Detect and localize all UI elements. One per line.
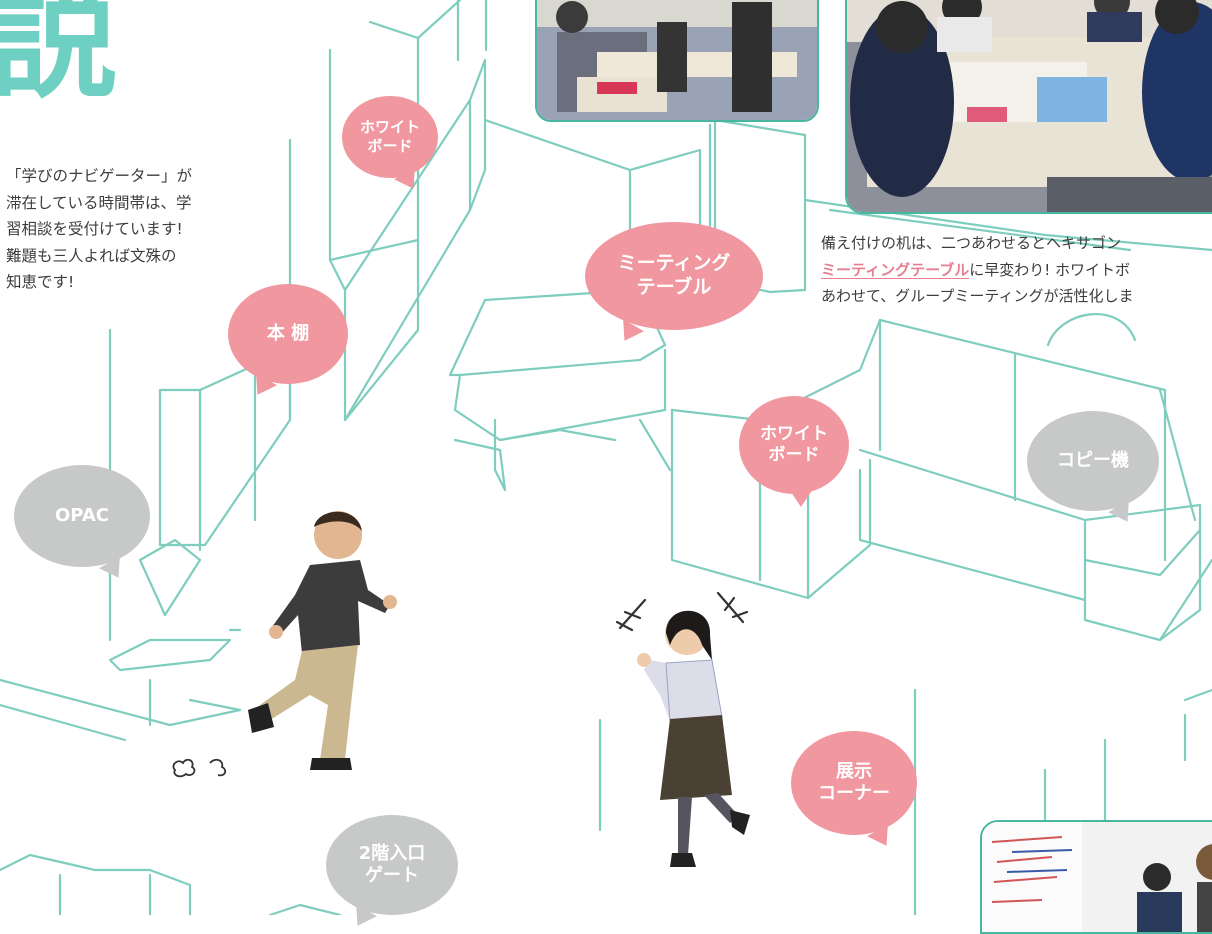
navigator-intro-text: 「学びのナビゲーター」が 滞在している時間帯は、学 習相談を受付けています! 難… (6, 167, 193, 291)
library-floor-guide-page: 説 「学びのナビゲーター」が 滞在している時間帯は、学 習相談を受付けています!… (0, 0, 1212, 915)
caption-line-2: ミーティングテーブルに早変わり! ホワイトボ (821, 257, 1212, 284)
label-bookshelf: 本 棚 (228, 284, 348, 384)
copier-unit (858, 448, 1202, 642)
top-shelf-lines (368, 0, 488, 242)
dust-puff-icon (172, 758, 227, 778)
label-whiteboard-top: ホワイト ボード (342, 96, 438, 178)
meeting-table-caption: 備え付けの机は、二つあわせるとヘキサゴン ミーティングテーブルに早変わり! ホワ… (821, 230, 1212, 310)
label-whiteboard-mid: ホワイト ボード (739, 396, 849, 507)
page-heading-glyph: 説 (0, 0, 119, 116)
caption-line-2-rest: に早変わり! ホワイトボ (969, 260, 1130, 279)
caption-line-3: あわせて、グループミーティングが活性化しま (821, 287, 1134, 305)
photo-hexagon-meeting (845, 0, 1212, 214)
gate-outline (0, 853, 192, 915)
label-entrance-gate: 2階入口 ゲート (326, 815, 458, 915)
standing-student-figure (637, 610, 750, 867)
label-opac: OPAC (14, 465, 150, 567)
label-copier: コピー機 (1027, 411, 1159, 511)
label-exhibit-corner: 展示 コーナー (791, 731, 917, 835)
bookshelf-side (343, 98, 472, 422)
photo-study-area (535, 0, 819, 122)
surprise-marks-icon (615, 591, 749, 632)
running-student-figure (248, 511, 397, 770)
photo-consultation (980, 820, 1212, 934)
caption-highlight: ミーティングテーブル (821, 260, 970, 279)
label-meeting-table: ミーティング テーブル (585, 222, 763, 330)
partition-middle (670, 318, 1167, 562)
caption-line-1: 備え付けの机は、二つあわせるとヘキサゴン (821, 234, 1122, 252)
